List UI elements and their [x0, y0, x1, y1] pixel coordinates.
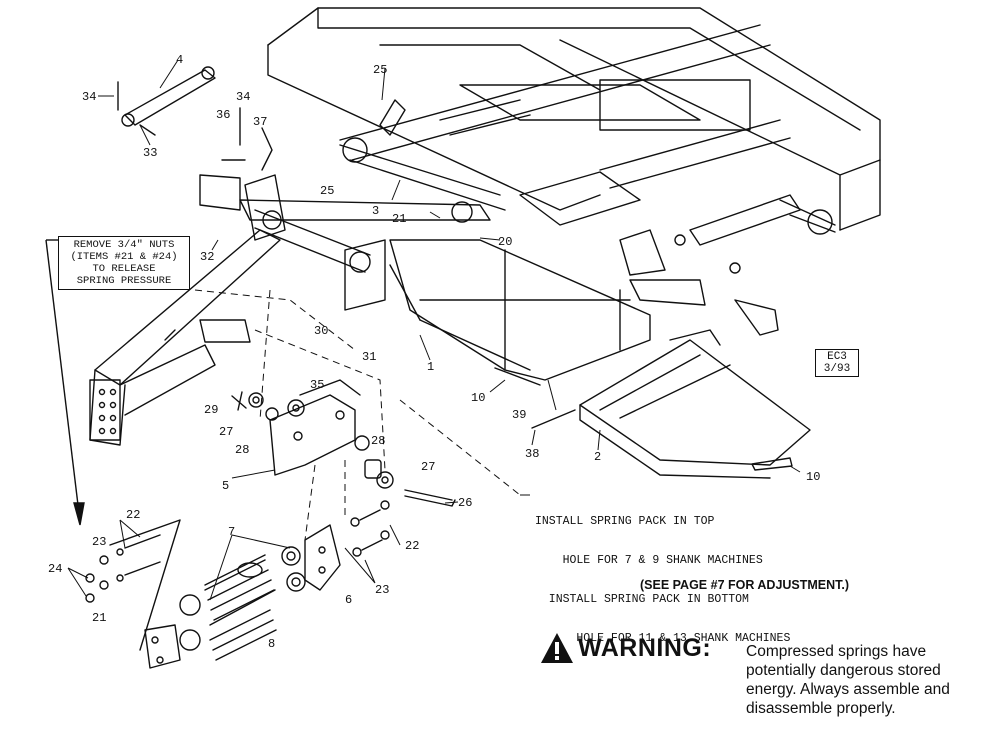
revision-code: EC3	[827, 351, 847, 363]
callout-1: 1	[427, 360, 435, 374]
callout-26: 26	[458, 496, 473, 510]
callout-22: 22	[126, 508, 141, 522]
warning-triangle-icon	[541, 633, 573, 663]
install-note-line: INSTALL SPRING PACK IN TOP	[535, 515, 715, 528]
callout-27: 27	[421, 460, 436, 474]
callout-6: 6	[345, 593, 353, 607]
callout-5: 5	[222, 479, 230, 493]
install-note-line: INSTALL SPRING PACK IN BOTTOM	[535, 593, 749, 606]
callout-28: 28	[235, 443, 250, 457]
callout-34: 34	[82, 90, 97, 104]
install-note: INSTALL SPRING PACK IN TOP HOLE FOR 7 & …	[535, 489, 790, 658]
callout-25: 25	[320, 184, 335, 198]
callout-10: 10	[806, 470, 821, 484]
warning-label: WARNING:	[578, 634, 712, 662]
platform	[579, 329, 811, 479]
callout-35: 35	[310, 378, 325, 392]
callout-22: 22	[405, 539, 420, 553]
callout-29: 29	[204, 403, 219, 417]
callout-33: 33	[143, 146, 158, 160]
main-frame	[267, 7, 881, 231]
remove-nuts-note: REMOVE 3/4" NUTS (ITEMS #21 & #24) TO RE…	[58, 236, 190, 290]
remove-note-line: TO RELEASE	[92, 263, 156, 275]
callout-30: 30	[314, 324, 329, 338]
callout-23: 23	[92, 535, 107, 549]
spring-pack	[144, 524, 341, 669]
callout-31: 31	[362, 350, 377, 364]
see-page-note: (SEE PAGE #7 FOR ADJUSTMENT.)	[640, 578, 850, 592]
lower-shaft	[254, 209, 386, 311]
callout-23: 23	[375, 583, 390, 597]
callout-28: 28	[371, 434, 386, 448]
callout-3: 3	[372, 204, 380, 218]
callout-36: 36	[216, 108, 231, 122]
callout-39: 39	[512, 408, 527, 422]
callout-32: 32	[200, 250, 215, 264]
remove-note-line: SPRING PRESSURE	[76, 275, 172, 287]
warning-text: Compressed springs have potentially dang…	[746, 643, 950, 717]
remove-note-line: REMOVE 3/4" NUTS	[73, 239, 175, 251]
revision-box: EC3 3/93	[815, 349, 859, 377]
bolt-kit-right	[350, 500, 390, 557]
callout-37: 37	[253, 115, 268, 129]
callout-34: 34	[236, 90, 251, 104]
callout-27: 27	[219, 425, 234, 439]
link-part	[117, 66, 216, 136]
callout-7: 7	[228, 525, 236, 539]
callout-24: 24	[48, 562, 63, 576]
wheel-spindle	[619, 194, 836, 336]
callout-10: 10	[471, 391, 486, 405]
callout-4: 4	[176, 53, 184, 67]
remove-note-line: (ITEMS #21 & #24)	[70, 251, 178, 263]
install-note-line: HOLE FOR 7 & 9 SHANK MACHINES	[535, 554, 763, 567]
bolt-kit-left	[85, 519, 181, 651]
callout-2: 2	[594, 450, 602, 464]
callout-21: 21	[392, 212, 407, 226]
revision-date: 3/93	[823, 363, 851, 375]
callout-38: 38	[525, 447, 540, 461]
callout-20: 20	[498, 235, 513, 249]
spring-bracket	[231, 379, 456, 507]
callout-8: 8	[268, 637, 276, 651]
gauge-frame	[389, 239, 651, 381]
install-note-line: HOLE FOR 11 & 13 SHANK MACHINES	[535, 632, 791, 645]
pivot-shaft	[199, 99, 506, 241]
hitch-tongue	[89, 229, 281, 446]
callout-21: 21	[92, 611, 107, 625]
callout-25: 25	[373, 63, 388, 77]
